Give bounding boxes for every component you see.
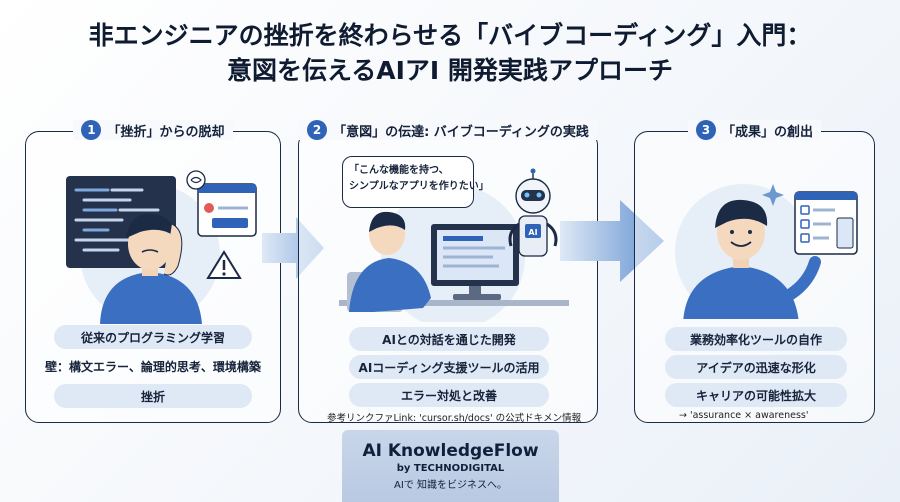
- frustration-item-barriers: 壁：構文エラー、論理的思考、環境構築: [45, 359, 261, 374]
- title-line-2: 意図を伝えるAIアI 開発実践アプローチ: [227, 56, 673, 85]
- panel-heading-text: 「意図」の伝達: バイブコーディングの実践: [333, 124, 589, 140]
- robot-ai-chip-label: AI: [528, 228, 537, 237]
- speech-line-2: シンプルなアプリを作りたい」: [349, 181, 489, 192]
- frustration-item-traditional-learning: 従来のプログラミング学習: [54, 325, 252, 349]
- brand-name: AI KnowledgeFlow: [362, 441, 539, 461]
- panel-frustration: 1 「挫折」からの脱却 従来の: [25, 120, 281, 423]
- panel-heading: 1 「挫折」からの脱却: [26, 120, 280, 140]
- panel-heading: 3 「成果」の創出: [635, 120, 874, 140]
- brand-footer: AI KnowledgeFlow by TECHNODIGITAL AIで 知識…: [342, 430, 559, 502]
- practice-item-ai-dialogue: AIとの対話を通じた開発: [349, 327, 549, 351]
- practice-item-error-handling: エラー対処と改善: [349, 383, 549, 407]
- step-number-badge: 3: [695, 120, 716, 140]
- speech-bubble: 「こんな機能を持つ、 シンプルなアプリを作りたい」: [342, 156, 489, 208]
- successful-user-illustration: [675, 184, 858, 319]
- brand-tagline: AIで 知識をビジネスへ。: [394, 480, 507, 491]
- assurance-awareness-note: → 'assurance × awareness': [679, 410, 809, 421]
- result-item-career-growth: キャリアの可能性拡大: [665, 383, 847, 407]
- practice-item-ai-tools: AIコーディング支援ツールの活用: [349, 355, 549, 379]
- step-number-badge: 2: [307, 120, 328, 140]
- result-item-idea-shaping: アイデアの迅速な形化: [665, 355, 847, 379]
- reference-link-note: 参考リンクファLink: 'cursor.sh/docs' の公式ドキメン情報: [327, 413, 582, 424]
- panel-heading-text: 「挫折」からの脱却: [107, 124, 225, 140]
- title-line-1: 非エンジニアの挫折を終わらせる「バイブコーディング」入門：: [88, 21, 812, 50]
- page-title: 非エンジニアの挫折を終わらせる「バイブコーディング」入門： 意図を伝えるAIアI…: [0, 18, 900, 88]
- frustration-item-giving-up: 挫折: [54, 384, 252, 408]
- frustrated-learner-illustration: [66, 170, 257, 324]
- result-item-tool-building: 業務効率化ツールの自作: [665, 327, 847, 351]
- panel-results: 3 「成果」の創出 業務効率化ツールの自作 アイデアの迅速な形化 キャリアの可能…: [634, 120, 875, 423]
- brand-company: by TECHNODIGITAL: [396, 463, 505, 474]
- panel-heading-text: 「成果」の創出: [721, 124, 813, 140]
- ai-pair-coding-illustration: AI: [339, 168, 569, 322]
- panel-heading: 2 「意図」の伝達: バイブコーディングの実践: [299, 120, 597, 140]
- step-number-badge: 1: [81, 120, 102, 140]
- speech-line-1: 「こんな機能を持つ、: [349, 165, 449, 176]
